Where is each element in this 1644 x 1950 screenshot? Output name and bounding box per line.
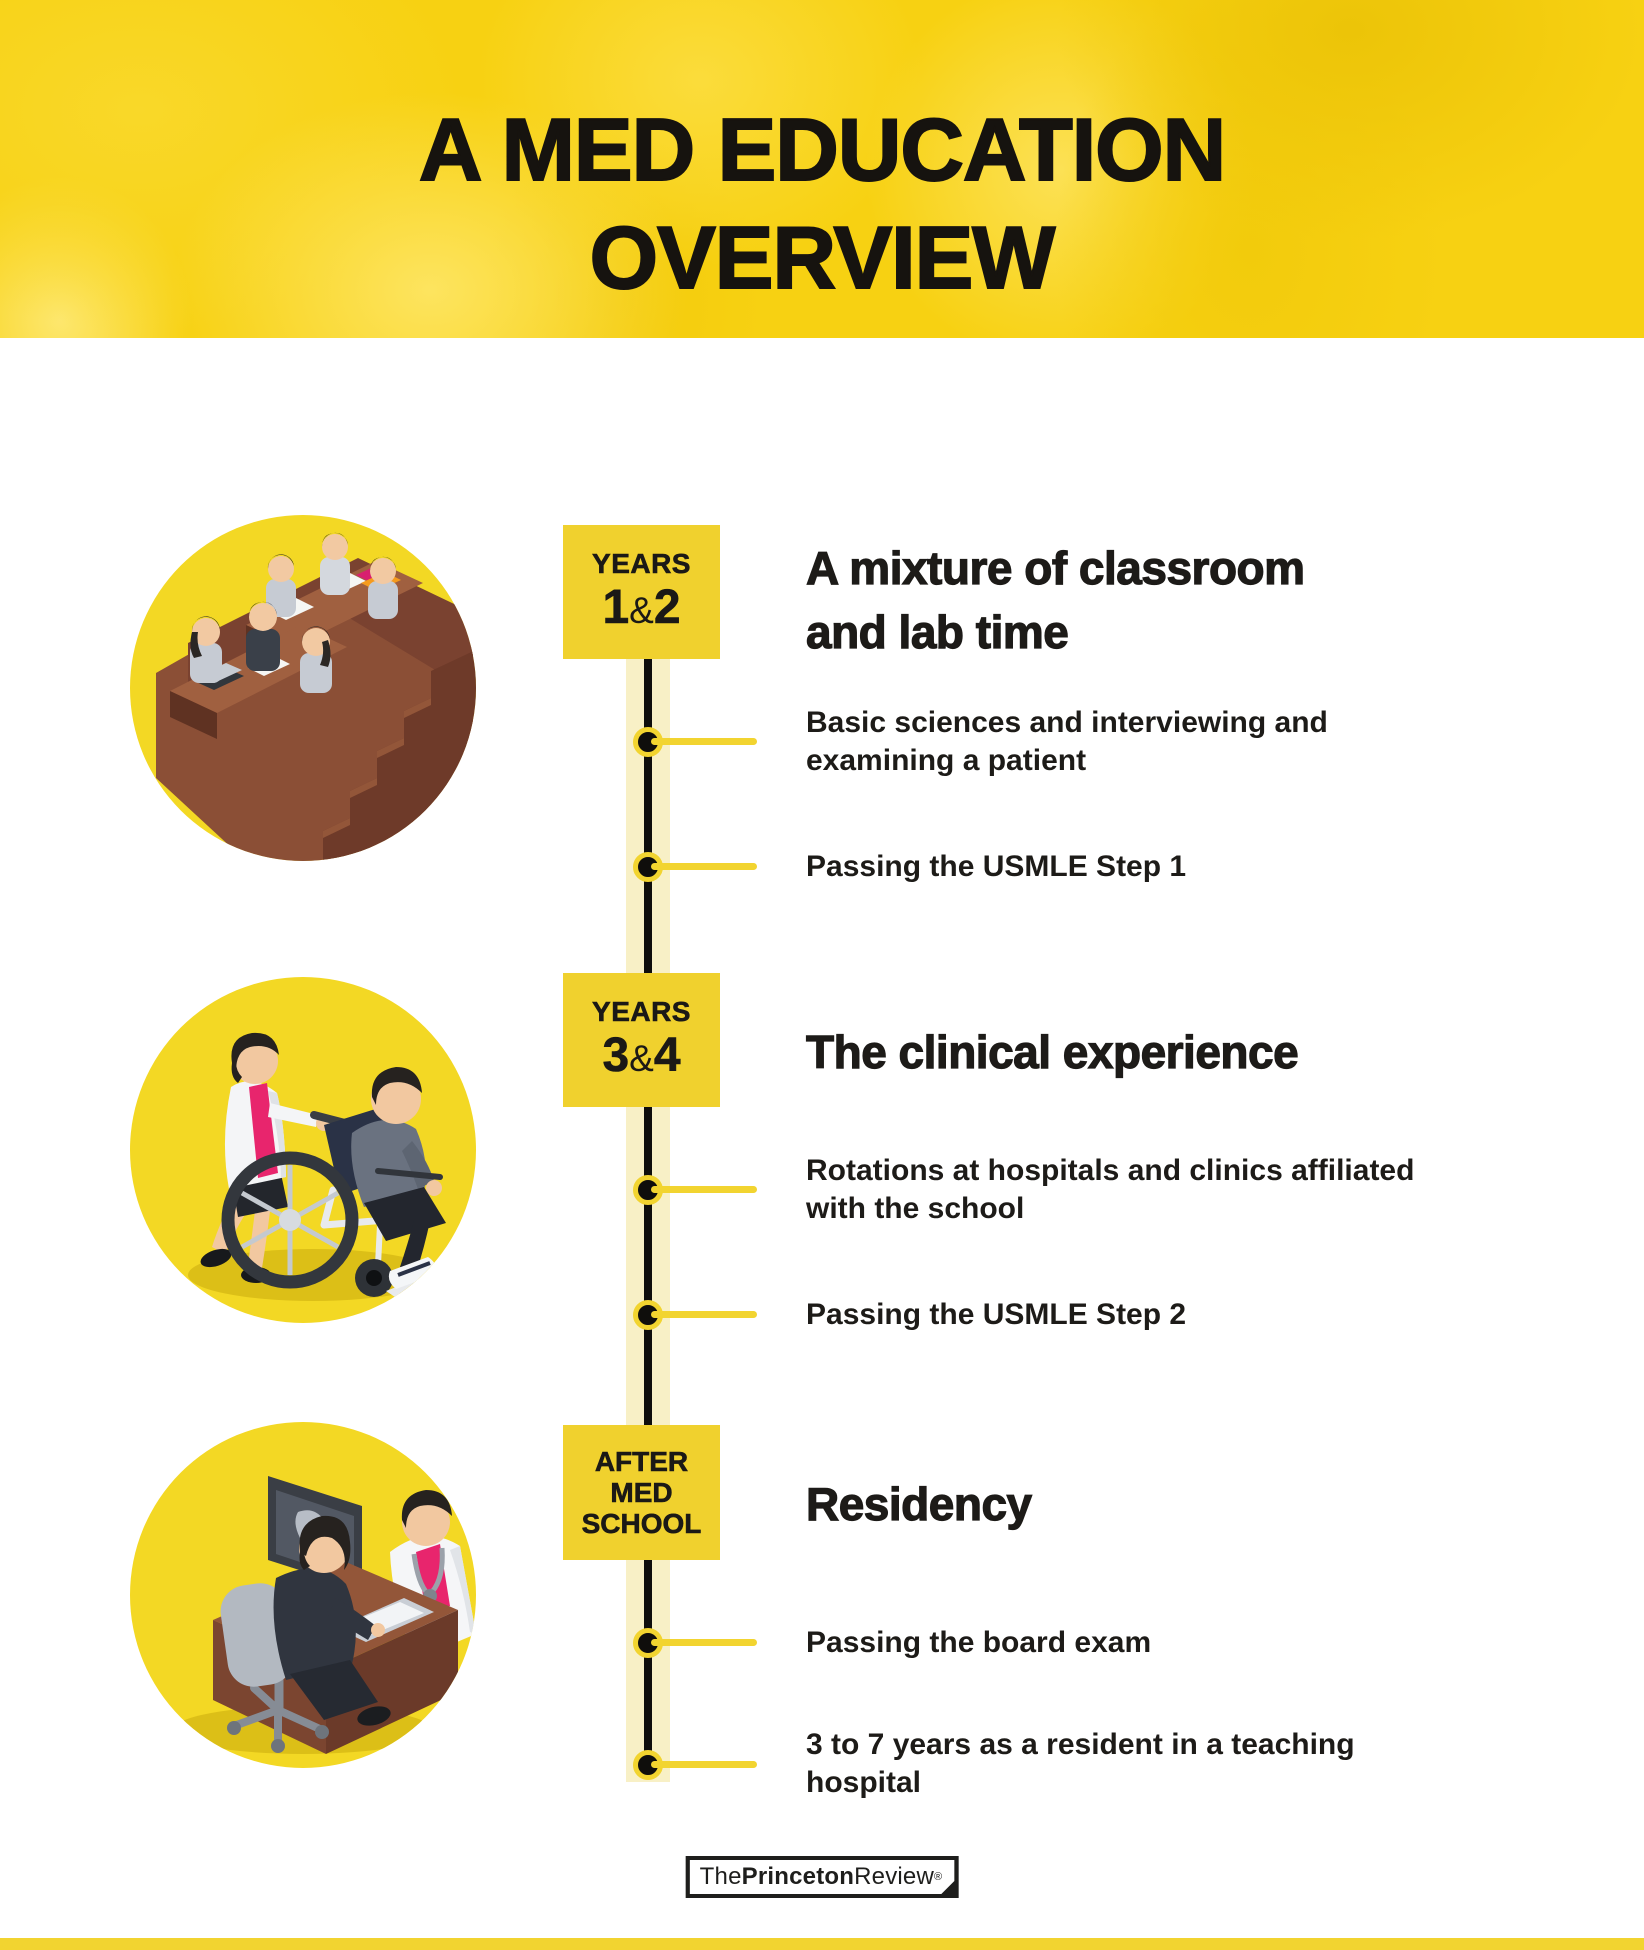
bullet-line: Passing the USMLE Step 2 [806,1298,1187,1331]
heading-line: Residency [805,1477,1032,1530]
badge-label: YEARS [592,547,691,579]
bullet-rotations: Rotations at hospitals and clinics affil… [806,1152,1414,1228]
section-heading-years-3-4: The clinical experience [805,1020,1299,1084]
lecture-hall-scene [156,532,476,861]
bottom-yellow-bar [0,1938,1644,1950]
bullet-connector [651,1311,757,1318]
lecture-hall-illustration [130,515,476,861]
student-figure [368,556,398,619]
badge-number: 2 [653,580,681,634]
student-figure [246,601,280,671]
badge-number: 1 [602,580,630,634]
consultation-scene [173,1476,476,1754]
student-figure [190,616,222,683]
bullet-line: hospital [806,1766,922,1799]
bullet-usmle-step-1: Passing the USMLE Step 1 [806,848,1186,886]
ampersand: & [629,1037,654,1079]
wheelchair-scene [188,1032,450,1303]
hero-banner: A MED EDUCATION OVERVIEW [0,0,1644,338]
badge-years-value: 1&2 [602,580,681,637]
patient-figure [220,1515,391,1753]
wheelchair-illustration [130,977,476,1323]
bullet-basic-sciences: Basic sciences and interviewing and exam… [806,704,1328,780]
badge-years-value: 3&4 [602,1028,681,1085]
patient-figure [351,1067,446,1289]
bullet-connector [651,738,757,745]
student-figure [320,532,350,595]
bullet-connector [651,1639,757,1646]
student-figure [266,554,296,617]
bullet-connector [651,863,757,870]
heading-line: The clinical experience [805,1025,1299,1078]
bullet-connector [651,1761,757,1768]
bullet-line: Rotations at hospitals and clinics affil… [806,1154,1415,1187]
bullet-line: examining a patient [806,744,1087,777]
bullet-board-exam: Passing the board exam [806,1624,1151,1662]
student-figure [300,626,332,693]
page-title-line2: OVERVIEW [589,207,1057,308]
page-title-line1: A MED EDUCATION [418,99,1227,200]
bullet-line: Passing the USMLE Step 1 [806,850,1187,883]
badge-line: SCHOOL [581,1508,702,1540]
badge-label: AFTER MED SCHOOL [581,1446,702,1540]
logo-word-the: The [699,1863,742,1890]
bullet-line: Passing the board exam [806,1626,1152,1659]
registered-trademark-symbol: ® [934,1871,943,1883]
section-heading-residency: Residency [805,1472,1032,1536]
page-title: A MED EDUCATION OVERVIEW [0,96,1644,312]
badge-years-3-4: YEARS 3&4 [563,973,720,1107]
badge-number: 4 [653,1028,681,1082]
bullet-line: with the school [806,1192,1025,1225]
heading-line: A mixture of classroom [805,541,1305,594]
logo-word-princeton: Princeton [741,1863,855,1890]
logo-word-review: Review [854,1863,935,1890]
heading-line: and lab time [805,605,1069,658]
badge-after-med-school: AFTER MED SCHOOL [563,1425,720,1560]
badge-label: YEARS [592,995,691,1027]
bullet-usmle-step-2: Passing the USMLE Step 2 [806,1296,1186,1334]
badge-line: AFTER [594,1446,689,1478]
bullet-line: 3 to 7 years as a resident in a teaching [806,1728,1355,1761]
bullet-resident-years: 3 to 7 years as a resident in a teaching… [806,1726,1355,1802]
consultation-illustration [130,1422,476,1768]
badge-line: MED [610,1477,673,1509]
badge-number: 3 [602,1028,630,1082]
timeline-body: YEARS 1&2 YEARS 3&4 AFTER MED SCHOOL A m… [0,338,1644,1950]
badge-years-1-2: YEARS 1&2 [563,525,720,659]
section-heading-years-1-2: A mixture of classroom and lab time [805,536,1305,664]
ampersand: & [629,589,654,631]
bullet-line: Basic sciences and interviewing and [806,706,1328,739]
bullet-connector [651,1186,757,1193]
